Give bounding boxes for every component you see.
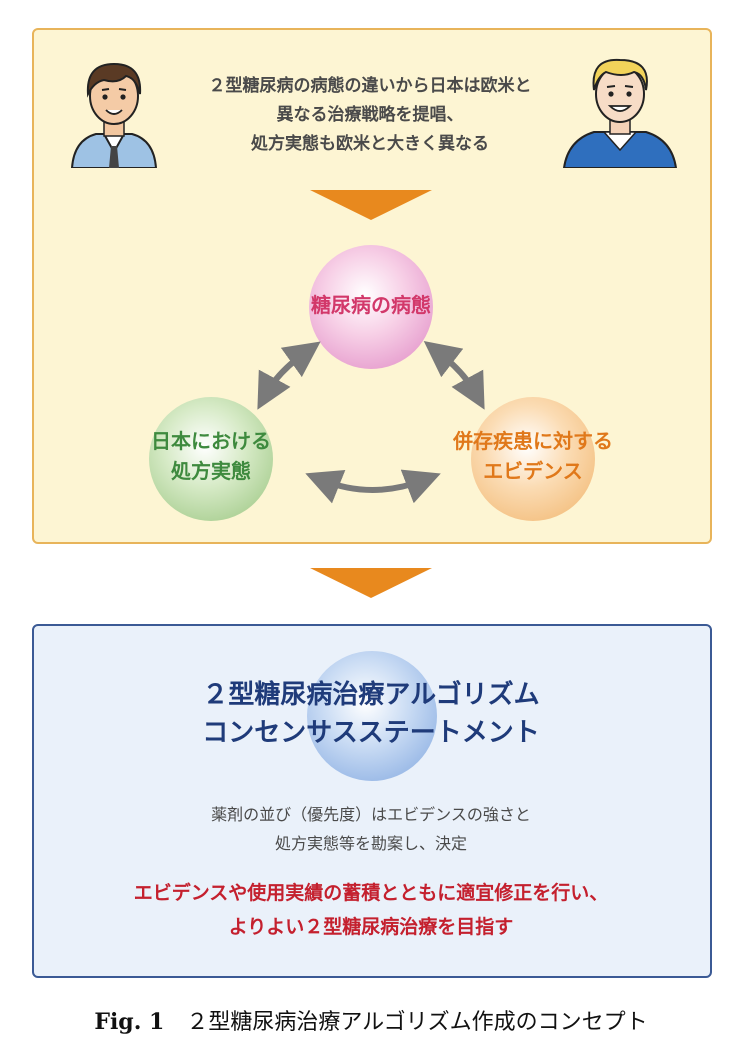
figure-caption: Fig. 1 ２型糖尿病治療アルゴリズム作成のコンセプト	[0, 1004, 742, 1036]
prescription-label: 日本における 処方実態	[131, 426, 291, 486]
algorithm-note: エビデンスや使用実績の蓄積とともに適宜修正を行い、 よりよい２型糖尿病治療を目指…	[50, 876, 692, 944]
figure-caption-text: ２型糖尿病治療アルゴリズム作成のコンセプト	[186, 1010, 648, 1035]
evidence-label: 併存疾患に対する エビデンス	[423, 426, 643, 486]
double-arrow-icon	[257, 341, 321, 410]
algorithm-note-line-1: エビデンスや使用実績の蓄積とともに適宜修正を行い、	[133, 882, 609, 904]
algorithm-circle	[307, 651, 437, 781]
pathophysiology-circle	[309, 245, 433, 369]
down-arrow-icon	[310, 190, 432, 220]
japanese-doctor-icon	[70, 62, 158, 168]
prescription-label-line-2: 処方実態	[171, 459, 251, 483]
prescription-circle	[149, 397, 273, 521]
algorithm-note-line-2: よりよい２型糖尿病治療を目指す	[228, 916, 514, 938]
algorithm-title: ２型糖尿病治療アルゴリズム コンセンサスステートメント	[60, 676, 682, 752]
pathophysiology-label: 糖尿病の病態	[311, 293, 431, 317]
algorithm-title-line-2: コンセンサスステートメント	[202, 718, 540, 748]
intro-line-2: 異なる治療戦略を提唱、	[276, 105, 464, 125]
algorithm-title-line-1: ２型糖尿病治療アルゴリズム	[202, 680, 540, 710]
double-arrow-icon	[305, 469, 441, 504]
intro-line-3: 処方実態も欧米と大きく異なる	[251, 134, 489, 154]
evidence-label-line-2: エビデンス	[483, 459, 583, 483]
evidence-label-line-1: 併存疾患に対する	[453, 429, 613, 453]
intro-line-1: ２型糖尿病の病態の違いから日本は欧米と	[208, 76, 532, 96]
figure-number: Fig. 1	[94, 1009, 165, 1035]
prescription-label-line-1: 日本における	[151, 429, 271, 453]
algorithm-description-line-2: 処方実態等を勘案し、決定	[274, 834, 467, 853]
down-arrow-icon	[310, 568, 432, 598]
western-doctor-icon	[562, 58, 678, 168]
algorithm-description-line-1: 薬剤の並び（優先度）はエビデンスの強さと	[211, 805, 531, 824]
double-arrow-icon	[423, 341, 485, 410]
algorithm-description: 薬剤の並び（優先度）はエビデンスの強さと 処方実態等を勘案し、決定	[60, 800, 682, 858]
evidence-circle	[471, 397, 595, 521]
intro-statement: ２型糖尿病の病態の違いから日本は欧米と 異なる治療戦略を提唱、 処方実態も欧米と…	[150, 72, 590, 159]
cycle-arrows	[257, 341, 485, 504]
